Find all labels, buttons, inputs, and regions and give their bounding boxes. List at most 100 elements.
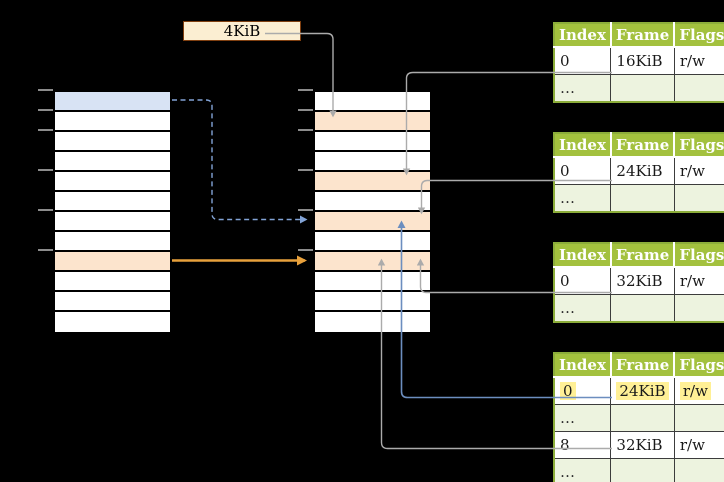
page-table-cell — [674, 184, 724, 212]
memory-row — [315, 132, 430, 152]
page-table-cell: … — [554, 294, 612, 322]
page-table-cell: r/w — [674, 47, 724, 75]
physical-memory-table — [313, 90, 432, 334]
memory-row — [55, 212, 170, 232]
page-table-header-cell: Flags — [674, 23, 724, 48]
address-tick — [38, 249, 53, 251]
page-table-cell: 0 — [554, 377, 612, 405]
page-table-row: … — [554, 184, 724, 212]
memory-row — [55, 132, 170, 152]
page-table-header-cell: Frame — [610, 243, 676, 268]
page-table-header-cell: Frame — [610, 133, 676, 158]
highlighted-value: 24KiB — [616, 382, 669, 400]
page-table-row: … — [554, 404, 724, 432]
page-table-cell — [674, 458, 724, 482]
memory-row — [55, 172, 170, 192]
memory-row — [55, 272, 170, 292]
page-table-cell: r/w — [674, 267, 724, 295]
page-table-header-cell: Flags — [674, 353, 724, 378]
page-table-cell: 0 — [554, 47, 612, 75]
memory-row — [55, 192, 170, 212]
page-table-row: … — [554, 294, 724, 322]
page-table-cell: r/w — [674, 377, 724, 405]
page-table-cell: r/w — [674, 431, 724, 459]
page-table-header-cell: Flags — [674, 243, 724, 268]
page-table-cell — [674, 294, 724, 322]
address-tick — [38, 129, 53, 131]
address-tick — [38, 89, 53, 91]
page-table-header-cell: Frame — [610, 23, 676, 48]
memory-row — [55, 312, 170, 332]
page-table-row: 0 24KiB r/w — [554, 377, 724, 405]
highlighted-value: r/w — [679, 382, 711, 400]
page-table-cell — [674, 404, 724, 432]
page-table-cell: … — [554, 404, 612, 432]
memory-row — [315, 312, 430, 332]
page-table-cell: … — [554, 458, 612, 482]
memory-row — [55, 152, 170, 172]
page-table-header-cell: Index — [554, 133, 612, 158]
memory-row — [315, 92, 430, 112]
page-table-cell — [610, 74, 675, 102]
page-table-header-cell: Frame — [610, 353, 676, 378]
highlighted-value: 0 — [560, 382, 576, 400]
memory-row — [315, 232, 430, 252]
memory-row — [55, 232, 170, 252]
memory-row — [55, 112, 170, 132]
address-tick — [298, 89, 313, 91]
page-table-cell — [610, 458, 675, 482]
memory-row — [315, 212, 430, 232]
page-table-cell: 8 — [554, 431, 612, 459]
address-tick — [38, 109, 53, 111]
virtual-memory-table — [53, 90, 172, 334]
memory-row — [315, 272, 430, 292]
page-table-header-cell: Index — [554, 243, 612, 268]
memory-row — [315, 112, 430, 132]
memory-row — [55, 252, 170, 272]
page-size-label: 4KiB — [183, 21, 301, 41]
page-table-cell — [610, 184, 675, 212]
page-table-row: … — [554, 458, 724, 482]
memory-row — [55, 292, 170, 312]
page-table-cell: r/w — [674, 157, 724, 185]
page-table-cell: 0 — [554, 157, 612, 185]
memory-row — [55, 92, 170, 112]
page-table-cell — [674, 74, 724, 102]
address-tick — [298, 169, 313, 171]
page-table-cell: … — [554, 184, 612, 212]
page-table-cell: … — [554, 74, 612, 102]
address-tick — [298, 109, 313, 111]
arrow-virtual-page-dashed — [172, 99, 308, 224]
page-table-cell: 32KiB — [610, 267, 675, 295]
address-tick — [298, 209, 313, 211]
page-table-cell — [610, 294, 675, 322]
page-table-cell: 32KiB — [610, 431, 675, 459]
memory-row — [315, 172, 430, 192]
page-table-cell: 0 — [554, 267, 612, 295]
page-table-header-cell: Flags — [674, 133, 724, 158]
page-table-cell — [610, 404, 675, 432]
page-table-cell: 24KiB — [610, 377, 675, 405]
address-tick — [38, 209, 53, 211]
memory-row — [315, 252, 430, 272]
page-table-cell: 24KiB — [610, 157, 675, 185]
page-table-row: … — [554, 74, 724, 102]
memory-row — [315, 292, 430, 312]
address-tick — [38, 169, 53, 171]
memory-row — [315, 192, 430, 212]
address-tick — [298, 129, 313, 131]
page-table-header-cell: Index — [554, 23, 612, 48]
memory-row — [315, 152, 430, 172]
